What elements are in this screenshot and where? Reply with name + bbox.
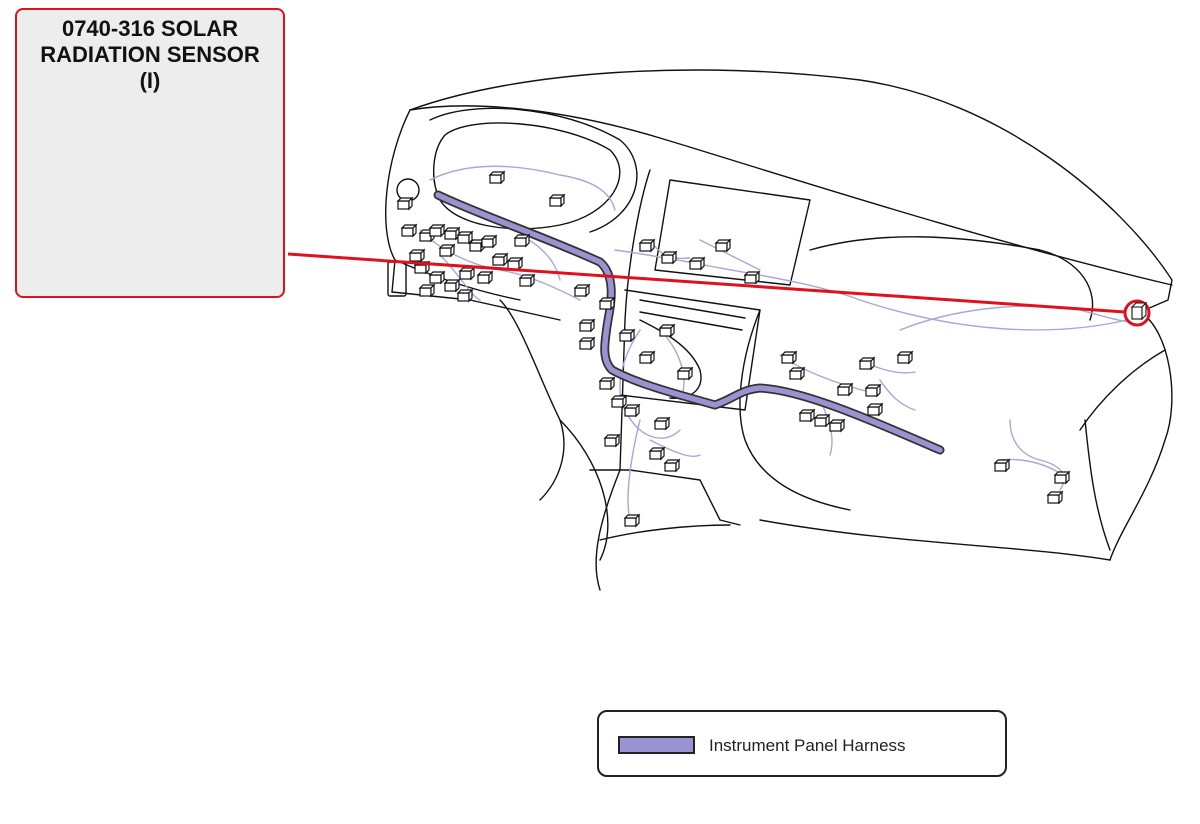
harness-connector-block [1046,490,1064,505]
harness-connector-block [896,350,914,365]
harness-connector-block [638,350,656,365]
harness-connector-block [456,288,474,303]
harness-connector-block [428,270,446,285]
harness-connector-block [578,318,596,333]
harness-connector-block [396,196,414,211]
legend-label-instrument-panel-harness: Instrument Panel Harness [709,736,906,755]
harness-connector-block [858,356,876,371]
harness-connector-block [456,230,474,245]
harness-connector-block [688,256,706,271]
harness-connector-block [813,413,831,428]
harness-connector-block [491,252,509,267]
harness-connector-block [578,336,596,351]
legend-swatch-instrument-panel-harness [618,736,695,754]
harness-connector-block [598,296,616,311]
harness-connector-block [663,458,681,473]
harness-connector-block [780,350,798,365]
harness-connector-block [714,238,732,253]
sensor-callout [287,252,1151,327]
harness-connector-block [993,458,1011,473]
solar-sensor-connector-icon [1130,301,1148,321]
harness-connector-block [603,433,621,448]
harness-connector-block [864,383,882,398]
harness-connector-block [480,234,498,249]
harness-connector-block [676,366,694,381]
callout-leader-line [287,252,1126,314]
harness-connector-block [618,328,636,343]
thin-wires [419,165,1141,521]
harness-connector-block [1053,470,1071,485]
legend: Instrument Panel Harness [597,710,1007,777]
harness-connector-block [438,243,456,258]
harness-connector-block [476,270,494,285]
harness-connector-block [518,273,536,288]
dashboard-outline [384,69,1173,591]
harness-connector-block [443,278,461,293]
harness-connector-block [828,418,846,433]
connector-info-panel: 0740-316 SOLAR RADIATION SENSOR (I) [15,8,285,298]
harness-connector-block [513,233,531,248]
harness-connector-block [428,223,446,238]
harness-connector-block [598,376,616,391]
harness-connector-block [573,283,591,298]
harness-connector-block [658,323,676,338]
harness-connector-block [623,513,641,528]
harness-connector-block [653,416,671,431]
harness-connector-block [638,238,656,253]
harness-connector-block [866,402,884,417]
harness-connector-block [743,270,761,285]
harness-connector-block [660,250,678,265]
harness-connector-block [506,256,524,271]
harness-connector-block [443,226,461,241]
harness-connector-block [610,394,628,409]
harness-connector-block [798,408,816,423]
harness-connector-block [488,170,506,185]
harness-connector-block [548,193,566,208]
connector-blocks [396,170,1071,528]
harness-connector-block [648,446,666,461]
harness-connector-block [788,366,806,381]
harness-connector-block [418,283,436,298]
instrument-panel-harness [433,190,945,455]
harness-connector-block [408,248,426,263]
harness-connector-block [836,382,854,397]
harness-connector-block [458,266,476,281]
harness-connector-block [623,403,641,418]
harness-connector-block [400,223,418,238]
connector-title: 0740-316 SOLAR RADIATION SENSOR (I) [40,16,260,93]
